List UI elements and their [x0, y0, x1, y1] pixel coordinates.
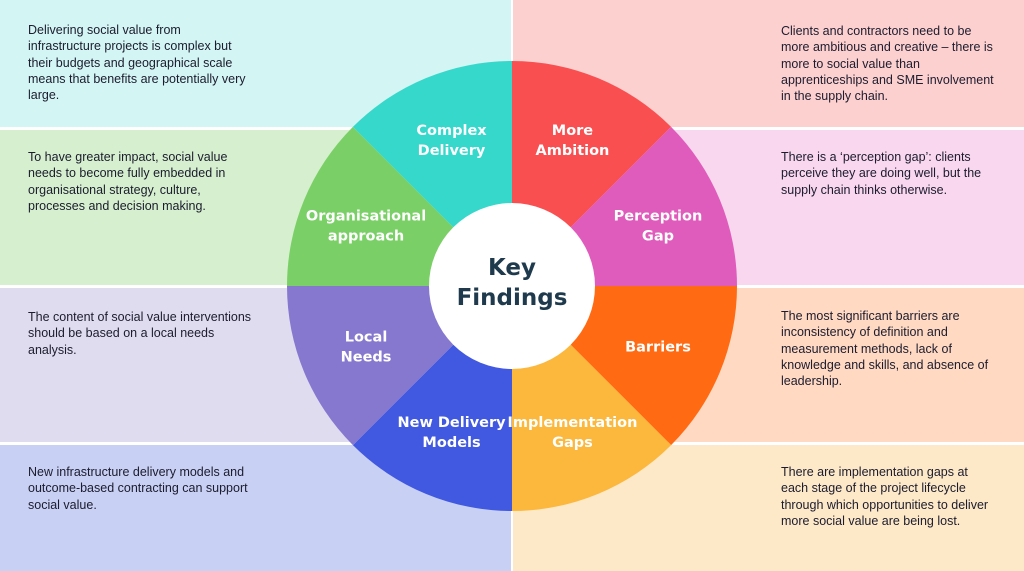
panel-more-ambition-text: Clients and contractors need to be more …: [781, 24, 994, 104]
panel-perception-gap-text: There is a ‘perception gap’: clients per…: [781, 150, 982, 197]
segment-barriers: [568, 286, 737, 446]
wheel-labels: MoreAmbitionPerceptionGapBarriersImpleme…: [306, 123, 702, 451]
segment-label-local-needs-line1: Local: [345, 329, 388, 345]
segment-label-perception-gap-line2: Gap: [642, 229, 674, 245]
center-title-line1: Key: [488, 255, 536, 281]
segment-new-delivery-models: [352, 342, 512, 511]
segment-perception-gap: [568, 126, 737, 286]
segment-organisational-approach: [287, 126, 456, 286]
panel-new-delivery-models-text: New infrastructure delivery models and o…: [28, 465, 248, 512]
segment-label-new-delivery-models-line2: Models: [422, 435, 480, 451]
panel-local-needs-text: The content of social value intervention…: [28, 310, 252, 357]
wheel-segments: [287, 61, 737, 511]
segment-label-implementation-gaps-line1: Implementation: [508, 415, 638, 431]
panel-organisational-approach-text: To have greater impact, social value nee…: [28, 150, 228, 213]
panel-complex-delivery: Delivering social value from infrastruct…: [0, 0, 511, 127]
segment-label-more-ambition-line1: More: [552, 123, 594, 139]
segment-complex-delivery: [352, 61, 512, 230]
segment-implementation-gaps: [512, 342, 672, 511]
segment-label-organisational-approach-line2: approach: [328, 229, 404, 245]
segment-label-new-delivery-models-line1: New Delivery: [397, 415, 506, 431]
segment-label-organisational-approach-line1: Organisational: [306, 209, 426, 225]
segment-more-ambition: [512, 61, 672, 230]
segment-local-needs: [287, 286, 456, 446]
segment-label-more-ambition-line2: Ambition: [536, 143, 610, 159]
center-title-line2: Findings: [457, 285, 568, 311]
segment-label-perception-gap-line1: Perception: [614, 209, 703, 225]
segment-label-complex-delivery-line2: Delivery: [418, 143, 486, 159]
center-circle: [429, 203, 595, 369]
panel-implementation-gaps-text: There are implementation gaps at each st…: [781, 465, 989, 528]
segment-label-complex-delivery-line1: Complex: [416, 123, 487, 139]
panel-complex-delivery-text: Delivering social value from infrastruct…: [28, 23, 246, 103]
segment-label-implementation-gaps-line2: Gaps: [552, 435, 593, 451]
segment-label-barriers-line1: Barriers: [625, 339, 691, 355]
panel-implementation-gaps: There are implementation gaps at each st…: [513, 445, 1024, 571]
segment-label-local-needs-line2: Needs: [341, 349, 392, 365]
panel-barriers-text: The most significant barriers are incons…: [781, 309, 989, 389]
